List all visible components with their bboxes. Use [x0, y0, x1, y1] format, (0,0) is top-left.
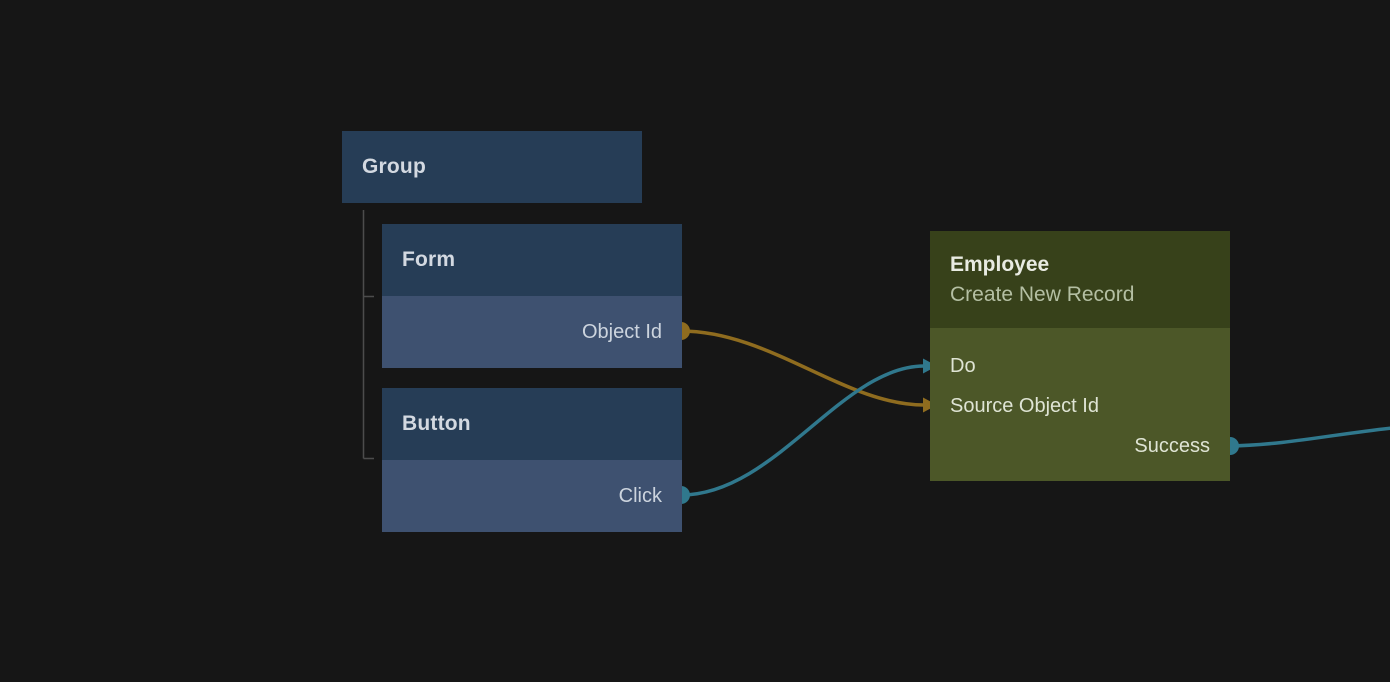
source-object-id-input-label: Source Object Id — [950, 394, 1099, 417]
group-node-title: Group — [362, 155, 426, 178]
node-group[interactable]: Group — [342, 131, 642, 203]
object-id-output-label: Object Id — [581, 320, 662, 343]
employee-node-body: Do Source Object Id Success — [930, 328, 1230, 481]
node-button[interactable]: Button Click — [382, 388, 682, 532]
employee-node-title: Employee — [950, 252, 1050, 276]
form-node-header[interactable]: Form — [382, 224, 682, 296]
employee-node-header[interactable]: Employee Create New Record — [930, 231, 1230, 328]
button-node-title: Button — [402, 412, 471, 435]
employee-row-source-object-id[interactable]: Source Object Id — [930, 386, 1230, 426]
employee-row-do[interactable]: Do — [930, 346, 1230, 386]
button-node-header[interactable]: Button — [382, 388, 682, 460]
click-output-label: Click — [618, 484, 662, 507]
employee-node-subtitle: Create New Record — [950, 282, 1135, 306]
edge-success-offscreen[interactable] — [1229, 426, 1390, 448]
form-row-object-id[interactable]: Object Id — [382, 296, 682, 368]
node-employee[interactable]: Employee Create New Record Do Source Obj… — [930, 231, 1230, 481]
edge-click-to-do[interactable] — [680, 364, 925, 497]
node-form[interactable]: Form Object Id — [382, 224, 682, 368]
group-hierarchy-tree-line — [362, 210, 374, 460]
form-node-title: Form — [402, 248, 456, 271]
edge-objectid-to-sourceobjectid[interactable] — [680, 329, 925, 407]
success-output-label: Success — [1134, 434, 1210, 457]
employee-row-success[interactable]: Success — [930, 426, 1230, 466]
button-row-click[interactable]: Click — [382, 460, 682, 532]
do-input-label: Do — [950, 354, 976, 377]
